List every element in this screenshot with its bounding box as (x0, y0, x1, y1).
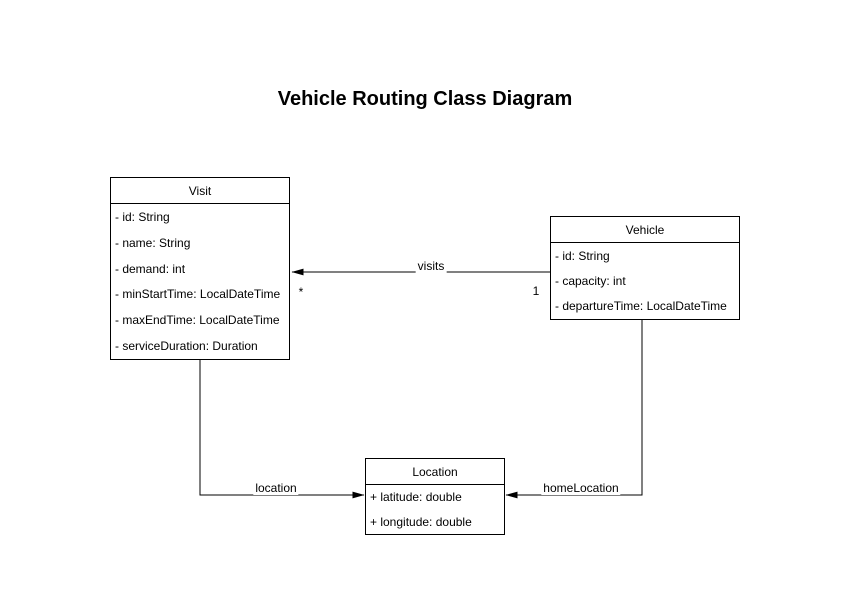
class-attribute: - departureTime: LocalDateTime (555, 299, 727, 314)
class-name-vehicle: Vehicle (551, 217, 739, 243)
class-attribute: - minStartTime: LocalDateTime (115, 287, 281, 302)
class-attribute: - id: String (115, 209, 170, 224)
edge-label-visits: visits (415, 259, 447, 273)
class-attribute: - maxEndTime: LocalDateTime (115, 313, 280, 328)
edge-label-home-location: homeLocation (541, 481, 621, 495)
class-attribute: - capacity: int (555, 273, 626, 288)
class-attributes-visit: - id: String - name: String - demand: in… (111, 204, 289, 359)
class-name-location: Location (366, 459, 504, 485)
class-attributes-location: + latitude: double + longitude: double (366, 485, 504, 534)
edge-label-location: location (253, 481, 299, 495)
diagram-title: Vehicle Routing Class Diagram (277, 88, 573, 110)
class-box-visit: Visit - id: String - name: String - dema… (110, 177, 290, 360)
class-attribute: - id: String (555, 248, 610, 263)
class-attribute: - serviceDuration: Duration (115, 339, 258, 354)
class-name-visit: Visit (111, 178, 289, 204)
connector-location (199, 358, 365, 499)
multiplicity-visits-target: * (298, 285, 304, 299)
multiplicity-visits-source: 1 (532, 284, 540, 298)
class-attribute: - name: String (115, 235, 191, 250)
class-box-vehicle: Vehicle - id: String - capacity: int - d… (550, 216, 740, 320)
class-attribute: - demand: int (115, 261, 186, 276)
class-attributes-vehicle: - id: String - capacity: int - departure… (551, 243, 739, 319)
class-box-location: Location + latitude: double + longitude:… (365, 458, 505, 535)
class-attribute: + latitude: double (370, 490, 462, 505)
connector-home-location (505, 319, 643, 499)
class-attribute: + longitude: double (370, 514, 472, 529)
